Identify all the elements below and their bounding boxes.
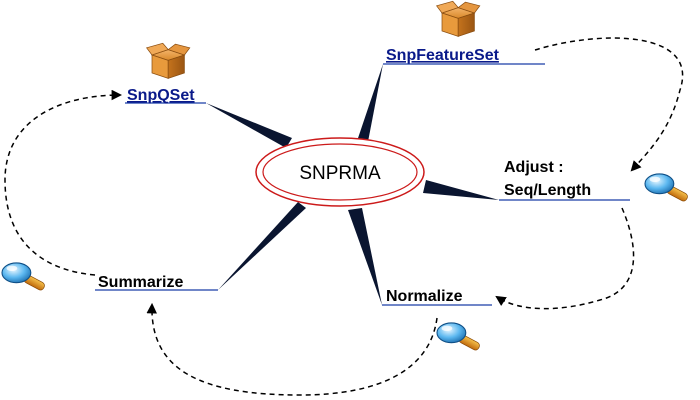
flow-arrows <box>4 37 684 396</box>
arrow-normalize-to-summarize <box>146 302 438 396</box>
magnifier-icon[interactable] <box>1 262 47 292</box>
adjust-label-line2: Seq/Length <box>504 182 591 199</box>
arrow-adjust-to-normalize <box>495 207 635 310</box>
node-snpfeatureset[interactable]: SnpFeatureSet <box>386 0 500 64</box>
package-icon <box>146 42 191 79</box>
arrow-summarize-to-snpqset <box>4 89 123 276</box>
spoke-adjust <box>423 180 499 200</box>
magnifier-icon[interactable] <box>436 322 482 352</box>
center-ellipse-inner <box>262 143 418 201</box>
spokes <box>206 64 499 305</box>
center-node[interactable]: SNPRMA <box>255 137 425 207</box>
magnifier-icon[interactable] <box>644 173 690 203</box>
summarize-label: Summarize <box>98 274 183 291</box>
adjust-label-line1: Adjust : <box>504 159 564 176</box>
snpfeatureset-link[interactable]: SnpFeatureSet <box>386 47 500 64</box>
snpqset-link[interactable]: SnpQSet <box>127 87 195 104</box>
spoke-snpfeatureset <box>354 64 383 152</box>
node-adjust[interactable]: Adjust : Seq/Length <box>504 159 690 203</box>
node-normalize[interactable]: Normalize <box>386 288 482 352</box>
spoke-summarize <box>218 202 306 290</box>
spoke-normalize <box>348 208 382 305</box>
node-snpqset[interactable]: SnpQSet <box>127 42 195 104</box>
arrow-snpfeatureset-to-adjust <box>534 37 684 172</box>
node-summarize[interactable]: Summarize <box>1 262 183 292</box>
center-label: SNPRMA <box>299 163 381 184</box>
spoke-snpqset <box>206 103 292 148</box>
label-underlines <box>95 63 630 306</box>
normalize-label: Normalize <box>386 288 463 305</box>
center-ellipse-outer <box>255 137 425 207</box>
package-icon <box>436 0 481 37</box>
